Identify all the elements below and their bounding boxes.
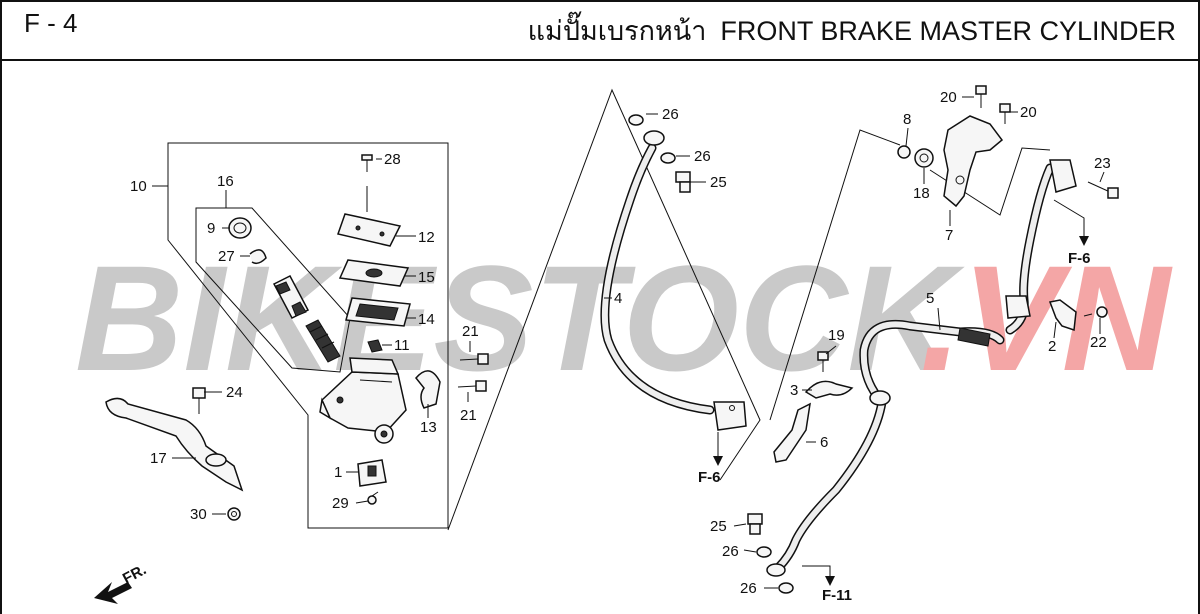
ref-f6-right[interactable]: F-6	[1068, 250, 1091, 267]
hose-5-outline	[769, 129, 901, 421]
ref-f6-middle[interactable]: F-6	[698, 469, 721, 486]
part-12-reservoir-cap[interactable]	[337, 213, 402, 247]
label-part-6: 6	[820, 434, 828, 451]
master-cylinder-body[interactable]	[319, 357, 407, 444]
label-part-15: 15	[418, 269, 435, 286]
watermark-text-suffix: .VN	[920, 234, 1173, 402]
label-part-13: 13	[420, 419, 437, 436]
part-9-dust-cap[interactable]	[228, 217, 252, 239]
page-header: F - 4 แม่ปั๊มเบรกหน้า FRONT BRAKE MASTER …	[0, 0, 1200, 60]
label-part-21-lower: 21	[460, 407, 477, 424]
label-part-1: 1	[334, 464, 342, 481]
label-part-24: 24	[226, 384, 243, 401]
label-part-26-d: 26	[740, 580, 757, 597]
part-8-collar[interactable]	[897, 145, 911, 159]
part-20-bolt-1[interactable]	[975, 85, 987, 108]
part-5-brake-hose[interactable]	[766, 319, 1005, 577]
page-title-english: FRONT BRAKE MASTER CYLINDER	[720, 16, 1176, 46]
leader-lines	[152, 96, 1105, 589]
part-21-bolt-upper[interactable]	[459, 353, 489, 365]
label-part-23: 23	[1094, 155, 1111, 172]
label-part-17: 17	[150, 450, 167, 467]
label-part-16: 16	[217, 173, 234, 190]
label-part-20-a: 20	[940, 89, 957, 106]
label-part-30: 30	[190, 506, 207, 523]
page-title: แม่ปั๊มเบรกหน้า FRONT BRAKE MASTER CYLIND…	[528, 9, 1176, 52]
part-24-pivot-bolt[interactable]	[192, 387, 206, 414]
ref-f11[interactable]: F-11	[822, 587, 852, 604]
part-16-piston[interactable]	[272, 275, 310, 319]
part-7-brake-hose-joint-bracket[interactable]	[943, 115, 1004, 208]
label-part-11: 11	[394, 337, 410, 354]
front-direction-label: FR.	[120, 561, 149, 587]
label-part-4: 4	[614, 290, 622, 307]
part-25-oil-bolt-lower[interactable]	[747, 513, 763, 535]
label-part-25-upper: 25	[710, 174, 727, 191]
label-part-27: 27	[218, 248, 235, 265]
piston-kit-outline	[195, 207, 351, 373]
label-part-12: 12	[418, 229, 435, 246]
label-part-25-lower: 25	[710, 518, 727, 535]
part-5-hose-upper-segment[interactable]	[1005, 159, 1077, 335]
part-2-hose-stay[interactable]	[1048, 299, 1077, 332]
watermark: BIKESTOCK .VN	[75, 234, 1173, 402]
label-part-2: 2	[1048, 338, 1056, 355]
label-part-21-upper: 21	[462, 323, 479, 340]
label-part-26-c: 26	[722, 543, 739, 560]
label-part-18: 18	[913, 185, 930, 202]
part-18-grommet[interactable]	[914, 148, 934, 168]
part-13-holder-clamp[interactable]	[415, 370, 441, 409]
part-26-washer-3[interactable]	[756, 546, 772, 558]
page-code: F - 4	[24, 8, 78, 38]
part-number-labels: 10 16 9 27 28 12 15 14 11 13 21 21 1 29 …	[130, 89, 1111, 597]
part-26-washer-2[interactable]	[660, 152, 676, 164]
master-cylinder-assembly-outline	[167, 142, 449, 529]
part-17-brake-lever[interactable]	[105, 397, 244, 492]
label-part-19: 19	[828, 327, 845, 344]
part-21-bolt-lower[interactable]	[457, 380, 487, 392]
label-part-22: 22	[1090, 334, 1107, 351]
part-30-nut[interactable]	[227, 507, 241, 521]
part-19-screw[interactable]	[817, 351, 829, 372]
label-part-9: 9	[207, 220, 215, 237]
label-part-7: 7	[945, 227, 953, 244]
label-part-29: 29	[332, 495, 349, 512]
part-26-washer-4[interactable]	[778, 582, 794, 594]
part-23-bolt[interactable]	[1087, 181, 1119, 199]
section-references: F-6 F-6 F-11	[698, 250, 1091, 604]
label-part-3: 3	[790, 382, 798, 399]
part-27-circlip[interactable]	[249, 249, 267, 265]
label-part-20-b: 20	[1020, 104, 1037, 121]
label-part-14: 14	[418, 311, 435, 328]
part-1-brake-light-switch[interactable]	[357, 459, 387, 487]
hose-4-outline	[447, 88, 761, 531]
label-part-8: 8	[903, 111, 911, 128]
part-29-screw[interactable]	[367, 491, 379, 505]
part-16-spring[interactable]	[305, 319, 341, 363]
part-6-hose-stay[interactable]	[773, 402, 811, 463]
part-28-screw[interactable]	[361, 154, 373, 172]
part-3-hose-clamp[interactable]	[804, 380, 854, 399]
label-part-26-a: 26	[662, 106, 679, 123]
label-part-26-b: 26	[694, 148, 711, 165]
part-22-bolt[interactable]	[1083, 306, 1108, 318]
part-26-washer-1[interactable]	[628, 114, 644, 126]
page-title-thai: แม่ปั๊มเบรกหน้า	[527, 16, 707, 46]
part-25-oil-bolt-upper[interactable]	[675, 171, 691, 193]
part-11-clip[interactable]	[367, 339, 383, 353]
label-part-5: 5	[926, 290, 934, 307]
label-part-10: 10	[130, 178, 147, 195]
watermark-text-main: BIKESTOCK	[75, 234, 965, 402]
part-4-brake-hose[interactable]	[600, 130, 747, 431]
label-part-28: 28	[384, 151, 401, 168]
front-direction-arrow: FR.	[94, 561, 149, 604]
part-20-bolt-2[interactable]	[999, 103, 1011, 124]
